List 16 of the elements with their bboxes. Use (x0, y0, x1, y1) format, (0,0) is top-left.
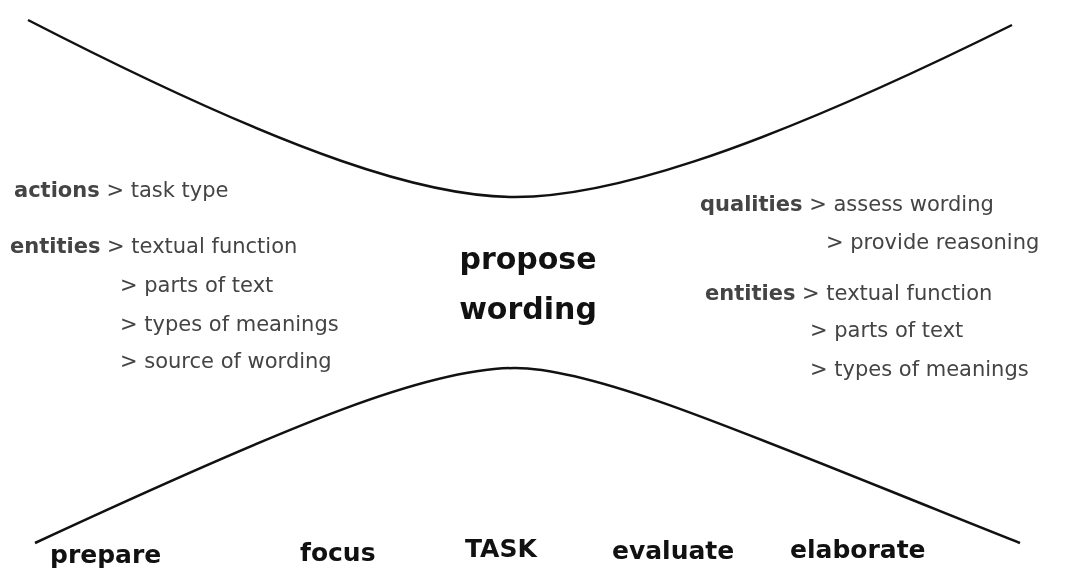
bottom-label: evaluate (612, 536, 735, 566)
bottom-label: TASK (465, 534, 537, 564)
annotation-line: > parts of text (120, 273, 274, 299)
annotation-line: entities > textual function (10, 234, 298, 260)
annotation-line: > types of meanings (120, 312, 339, 338)
heading: propose wording (458, 240, 598, 328)
annotation-line: actions > task type (14, 178, 229, 204)
annotation-line: > types of meanings (810, 357, 1029, 383)
annotation-line: qualities > assess wording (700, 192, 994, 218)
bottom-label: focus (300, 538, 376, 568)
annotation-line: > parts of text (810, 318, 964, 344)
annotation-line: > source of wording (120, 349, 332, 375)
annotation-line: entities > textual function (705, 281, 993, 307)
annotation-line: > provide reasoning (826, 230, 1040, 256)
bottom-label: elaborate (790, 535, 926, 565)
bottom-label: prepare (50, 540, 162, 570)
